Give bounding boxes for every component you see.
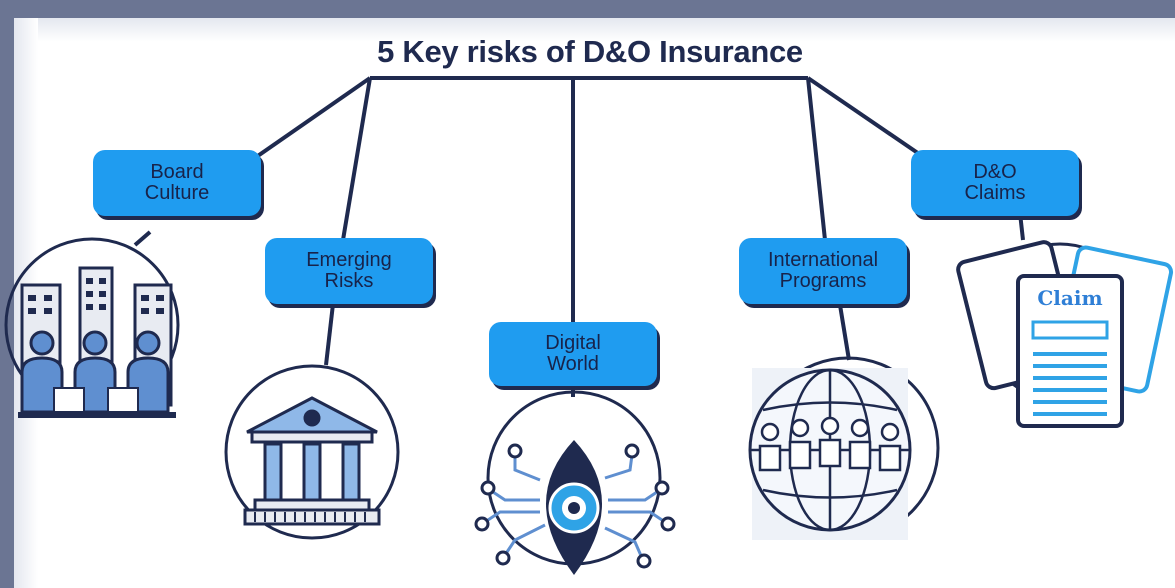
diagram-title: 5 Key risks of D&O Insurance	[377, 34, 803, 69]
connector-emerging	[341, 77, 372, 241]
node-international-programs: International Programs	[739, 238, 907, 304]
node-label-line2: Claims	[964, 182, 1026, 204]
digital-eye-icon	[474, 440, 676, 575]
claim-document-icon: Claim	[956, 240, 1174, 428]
node-emerging-risks: Emerging Risks	[265, 238, 433, 304]
frame-shadow	[14, 18, 1175, 42]
node-label-line2: Risks	[324, 270, 374, 292]
node-label-line1: International	[767, 249, 879, 271]
connector-international	[806, 77, 827, 241]
node-label-line1: Board	[150, 161, 204, 183]
node-label-line1: D&O	[973, 161, 1017, 183]
globe-people-icon	[748, 368, 912, 540]
claim-doc-label: Claim	[1037, 286, 1102, 310]
bank-building-icon	[243, 396, 381, 526]
connector-claims	[806, 76, 930, 162]
office-team-icon	[18, 266, 176, 418]
node-do-claims: D&O Claims	[911, 150, 1079, 216]
node-board-culture: Board Culture	[93, 150, 261, 216]
node-label-line1: Emerging	[306, 249, 392, 271]
node-label-line1: Digital	[545, 332, 601, 354]
top-frame-bar	[0, 0, 1175, 18]
node-label-line2: World	[547, 353, 599, 375]
connector-board	[250, 76, 372, 162]
node-label-line2: Culture	[144, 182, 210, 204]
left-frame-bar	[0, 0, 14, 588]
node-label-line2: Programs	[779, 270, 867, 292]
node-digital-world: Digital World	[489, 322, 657, 386]
connector-lines	[133, 76, 1025, 397]
